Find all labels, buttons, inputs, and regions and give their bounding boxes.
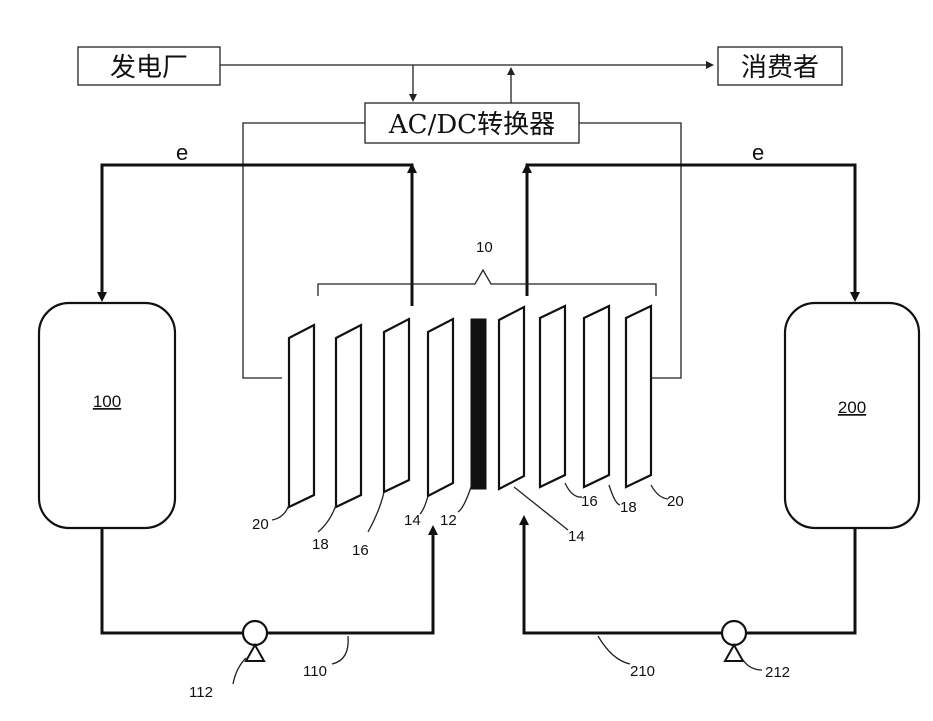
converter-box: AC/DC转换器 (365, 103, 579, 143)
leader-l16 (368, 492, 384, 532)
leader-pump-left (233, 658, 246, 684)
leader-l20 (272, 505, 289, 520)
ref-right-20: 20 (667, 493, 684, 510)
pump-right (722, 621, 746, 661)
ref-right-18: 18 (620, 499, 637, 516)
power-plant-box: 发电厂 (78, 47, 220, 85)
plate-right-20 (626, 306, 651, 487)
leader-l18 (318, 505, 336, 532)
membrane-12 (471, 319, 486, 489)
plate-left-20 (289, 325, 314, 507)
leader-pump-right (743, 660, 762, 670)
leader-l14 (420, 496, 428, 514)
consumer-label: 消费者 (741, 53, 819, 83)
plate-right-16 (540, 306, 565, 487)
converter-label: AC/DC转换器 (388, 110, 555, 140)
leader-line-210 (598, 636, 630, 664)
ref-left-14: 14 (404, 512, 421, 529)
pump-left (243, 621, 267, 661)
ref-left-18: 18 (312, 536, 329, 553)
ref-right-16: 16 (581, 493, 598, 510)
electron-right-path (527, 165, 855, 297)
plate-right-18 (584, 306, 609, 487)
electron-left-label: e (176, 140, 188, 165)
power-plant-label: 发电厂 (110, 53, 188, 83)
tank-left: 100 (39, 303, 175, 528)
plate-left-16 (384, 319, 409, 492)
electron-right-label: e (752, 140, 764, 165)
tank-left-label: 100 (93, 392, 121, 411)
ref-left-20: 20 (252, 516, 269, 533)
stack-brace (318, 270, 656, 296)
tank-right-label: 200 (838, 398, 866, 417)
ref-center-12: 12 (440, 512, 457, 529)
plate-right-14 (499, 307, 524, 489)
leader-r16 (565, 483, 582, 497)
electron-left-path (102, 165, 412, 306)
ref-pump-right: 212 (765, 664, 790, 681)
ref-line-left: 110 (303, 663, 327, 680)
ref-left-16: 16 (352, 542, 369, 559)
leader-c12 (458, 487, 471, 512)
tank-right: 200 (785, 303, 919, 528)
plate-left-14 (428, 319, 453, 496)
ref-line-right: 210 (630, 663, 655, 680)
ref-pump-left: 112 (189, 684, 213, 701)
plate-left-18 (336, 325, 361, 507)
consumer-box: 消费者 (718, 47, 842, 85)
stack-ref-label: 10 (476, 239, 493, 256)
leader-r18 (609, 485, 620, 505)
leader-r20 (651, 485, 668, 499)
ref-right-14: 14 (568, 528, 585, 545)
leader-line-110 (332, 636, 348, 664)
electrolyte-line-110 (102, 528, 433, 633)
leader-r14 (514, 487, 568, 530)
